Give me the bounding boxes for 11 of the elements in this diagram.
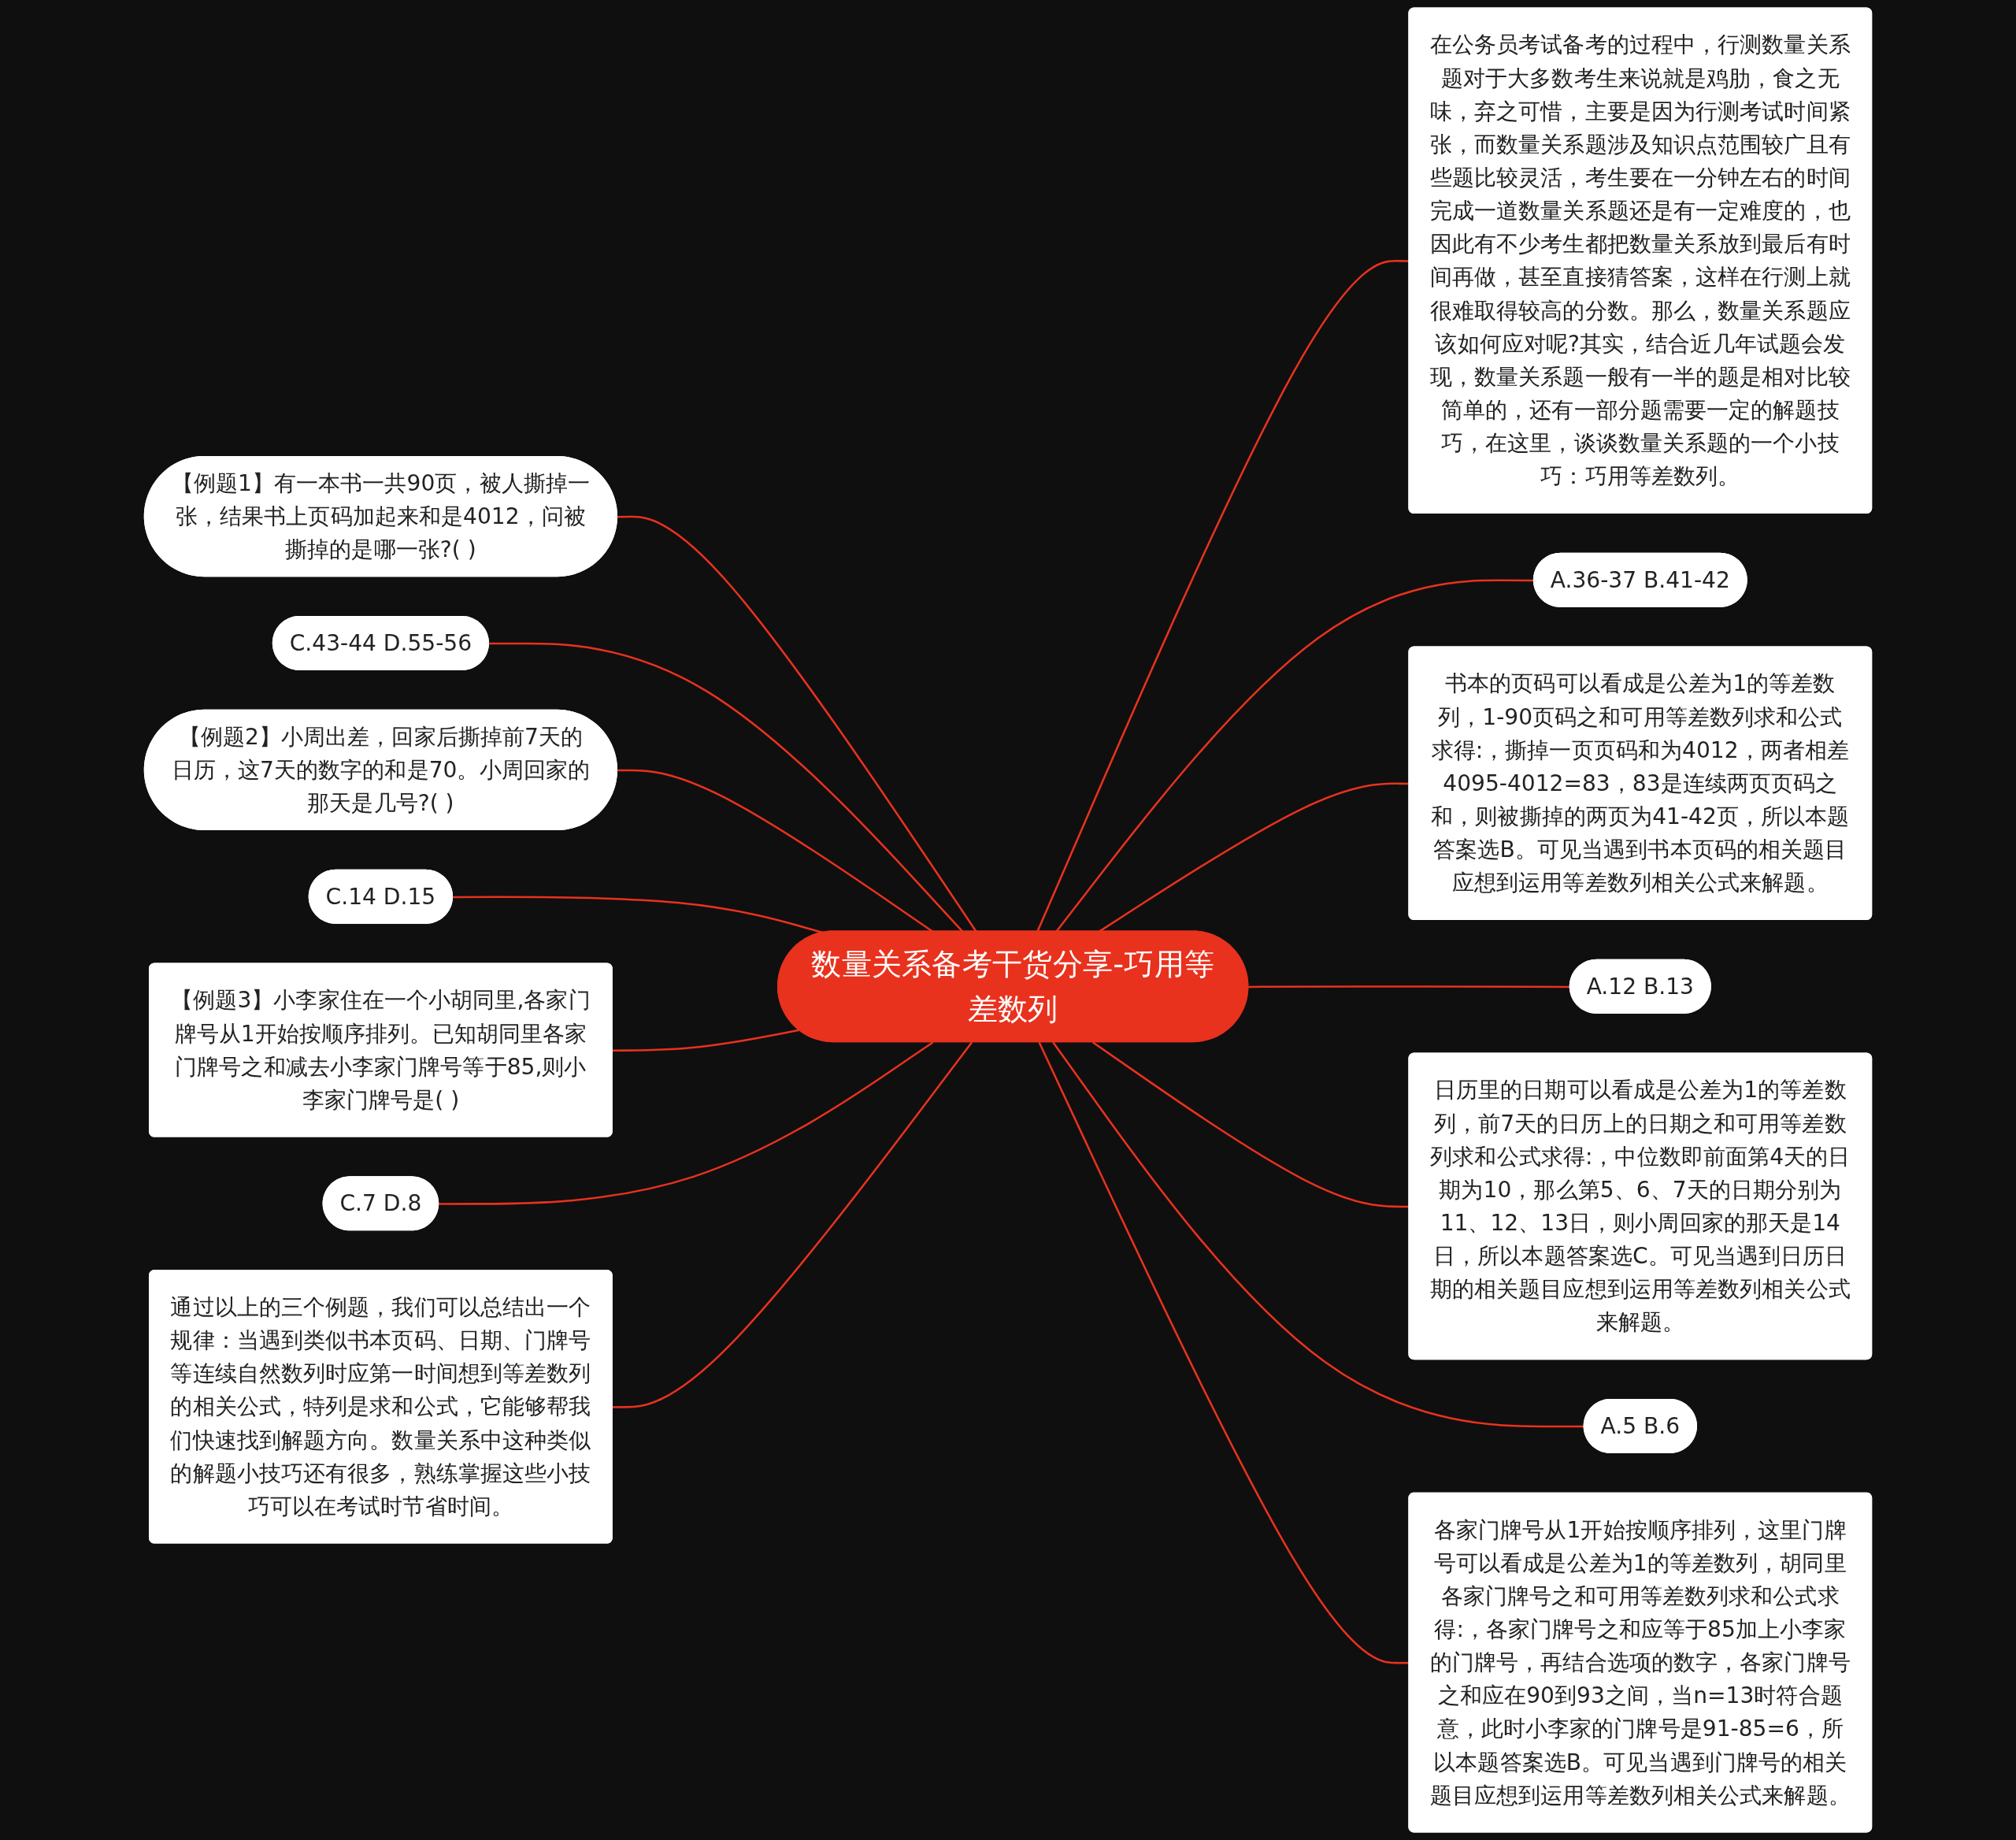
connector <box>617 769 934 933</box>
connector <box>1052 1041 1584 1428</box>
connector <box>612 1041 973 1408</box>
connector <box>612 1029 799 1052</box>
connector <box>1099 782 1410 933</box>
connector <box>488 642 964 933</box>
connector <box>1036 260 1410 933</box>
connector <box>439 1041 934 1205</box>
connector <box>1091 1041 1410 1208</box>
connector <box>1038 1041 1410 1664</box>
connector <box>617 515 977 933</box>
